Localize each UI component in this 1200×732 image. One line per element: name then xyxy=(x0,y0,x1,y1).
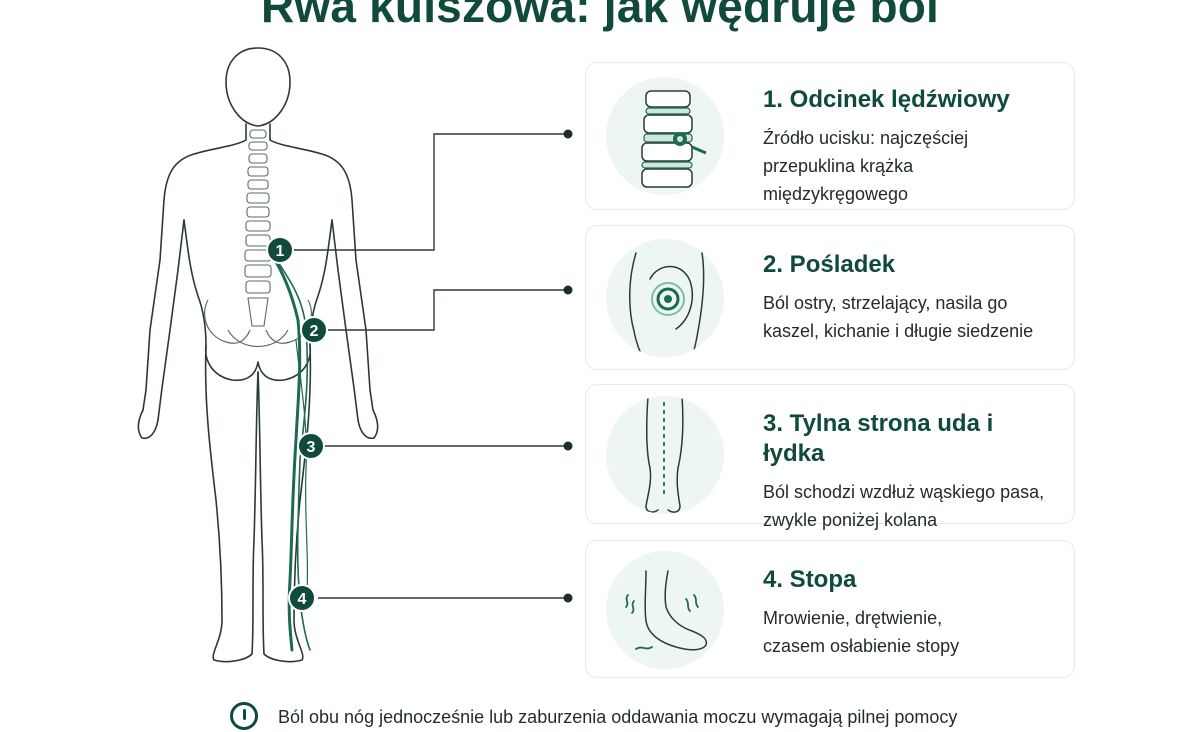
card-description: Źródło ucisku: najczęściej przepuklina k… xyxy=(763,128,969,204)
card-thigh-calf: 3. Tylna strona uda i łydka Ból schodzi … xyxy=(585,384,1075,530)
card-description: Ból schodzi wzdłuż wąskiego pasa, zwykle… xyxy=(763,482,1045,530)
marker-1: 1 xyxy=(266,236,294,264)
body-outline xyxy=(137,47,379,663)
card-lumbar: 1. Odcinek lędźwiowy Źródło ucisku: najc… xyxy=(585,62,1075,210)
svg-text:3: 3 xyxy=(307,439,316,456)
marker-2: 2 xyxy=(300,316,328,344)
page-title: Rwa kulszowa: jak wędruje ból xyxy=(260,0,940,32)
pelvis xyxy=(204,299,312,348)
card-description: Ból ostry, strzelający, nasila go kaszel… xyxy=(763,293,1034,341)
warning-banner: Ból obu nóg jednocześnie lub zaburzenia … xyxy=(230,702,1130,732)
svg-text:2: 2 xyxy=(310,323,319,340)
marker-3: 3 xyxy=(297,432,325,460)
warning-text: Ból obu nóg jednocześnie lub zaburzenia … xyxy=(278,707,958,727)
card-buttock: 2. Pośladek Ból ostry, strzelający, nasi… xyxy=(585,225,1075,370)
spine-disc-icon xyxy=(606,77,724,195)
svg-text:4: 4 xyxy=(298,591,307,608)
connector-lines xyxy=(292,133,566,599)
spine xyxy=(244,129,272,327)
card-foot: 4. Stopa Mrowienie, drętwienie, czasem o… xyxy=(585,540,1075,678)
connector-dots xyxy=(563,129,573,603)
leg-path-icon xyxy=(606,396,724,514)
svg-text:1: 1 xyxy=(276,243,285,260)
card-title: 2. Pośladek xyxy=(763,251,896,278)
marker-4: 4 xyxy=(288,584,316,612)
body-diagram: 1 2 3 4 xyxy=(137,47,573,663)
alert-icon xyxy=(230,702,258,730)
card-description: Mrowienie, drętwienie, czasem osłabienie… xyxy=(763,608,960,656)
card-title: 1. Odcinek lędźwiowy xyxy=(763,86,1010,113)
card-title: 4. Stopa xyxy=(763,566,857,593)
foot-tingling-icon xyxy=(606,551,724,669)
card-title: 3. Tylna strona uda i łydka xyxy=(763,410,994,467)
buttock-pain-icon xyxy=(606,239,724,357)
